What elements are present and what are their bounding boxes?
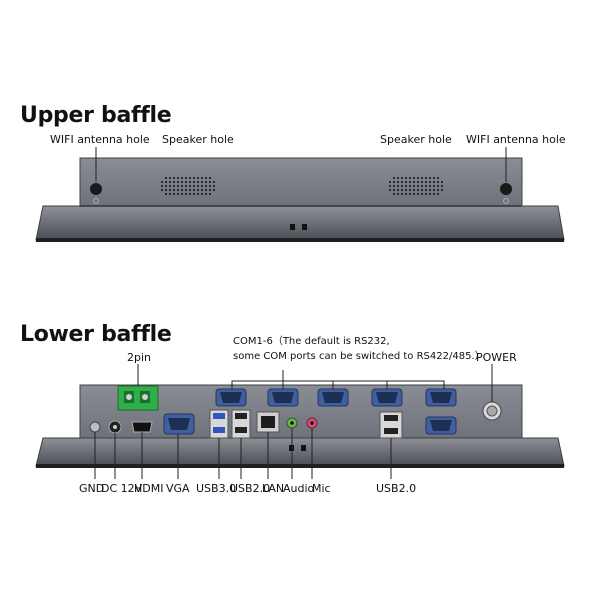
- wifi-antenna-right-label: WIFI antenna hole: [466, 133, 566, 146]
- hdmi-port: [131, 421, 153, 433]
- wifi-antenna-hole-left: [90, 183, 102, 195]
- hdmi-label: HDMI: [134, 482, 164, 495]
- dc12v-label: DC 12V: [101, 482, 143, 495]
- gnd-screw: [89, 421, 101, 433]
- usb30-ports: [209, 409, 229, 439]
- com-ports-note-line2: some COM ports can be switched to RS422/…: [233, 351, 485, 362]
- wifi-antenna-left-label: WIFI antenna hole: [50, 133, 150, 146]
- two-pin-label: 2pin: [127, 351, 152, 364]
- power-button: [482, 401, 502, 421]
- lan-port: [256, 411, 280, 433]
- usb30-label: USB3.0: [196, 482, 237, 495]
- two-pin-terminal: [117, 385, 159, 411]
- lower-baffle-title: Lower baffle: [20, 322, 172, 347]
- vga-port: [163, 413, 195, 435]
- usb20-ports: [231, 409, 251, 439]
- speaker-hole-right: [388, 175, 444, 197]
- power-label: POWER: [476, 351, 517, 364]
- usb20-right-ports: [379, 411, 403, 439]
- audio-label: Audio: [283, 482, 315, 495]
- upper-baffle-panel: [35, 157, 565, 242]
- com-ports-note-line1: COM1-6（The default is RS232,: [233, 336, 390, 347]
- speaker-left-label: Speaker hole: [162, 133, 234, 146]
- lan-label: LAN: [262, 482, 285, 495]
- speaker-right-label: Speaker hole: [380, 133, 452, 146]
- usb20-label: USB2.0: [230, 482, 271, 495]
- usb20-right-label: USB2.0: [376, 482, 417, 495]
- mic-label: Mic: [312, 482, 331, 495]
- speaker-hole-left: [160, 175, 216, 197]
- gnd-label: GND: [79, 482, 105, 495]
- vga-label: VGA: [166, 482, 190, 495]
- upper-baffle-title: Upper baffle: [20, 103, 172, 128]
- wifi-antenna-hole-right: [500, 183, 512, 195]
